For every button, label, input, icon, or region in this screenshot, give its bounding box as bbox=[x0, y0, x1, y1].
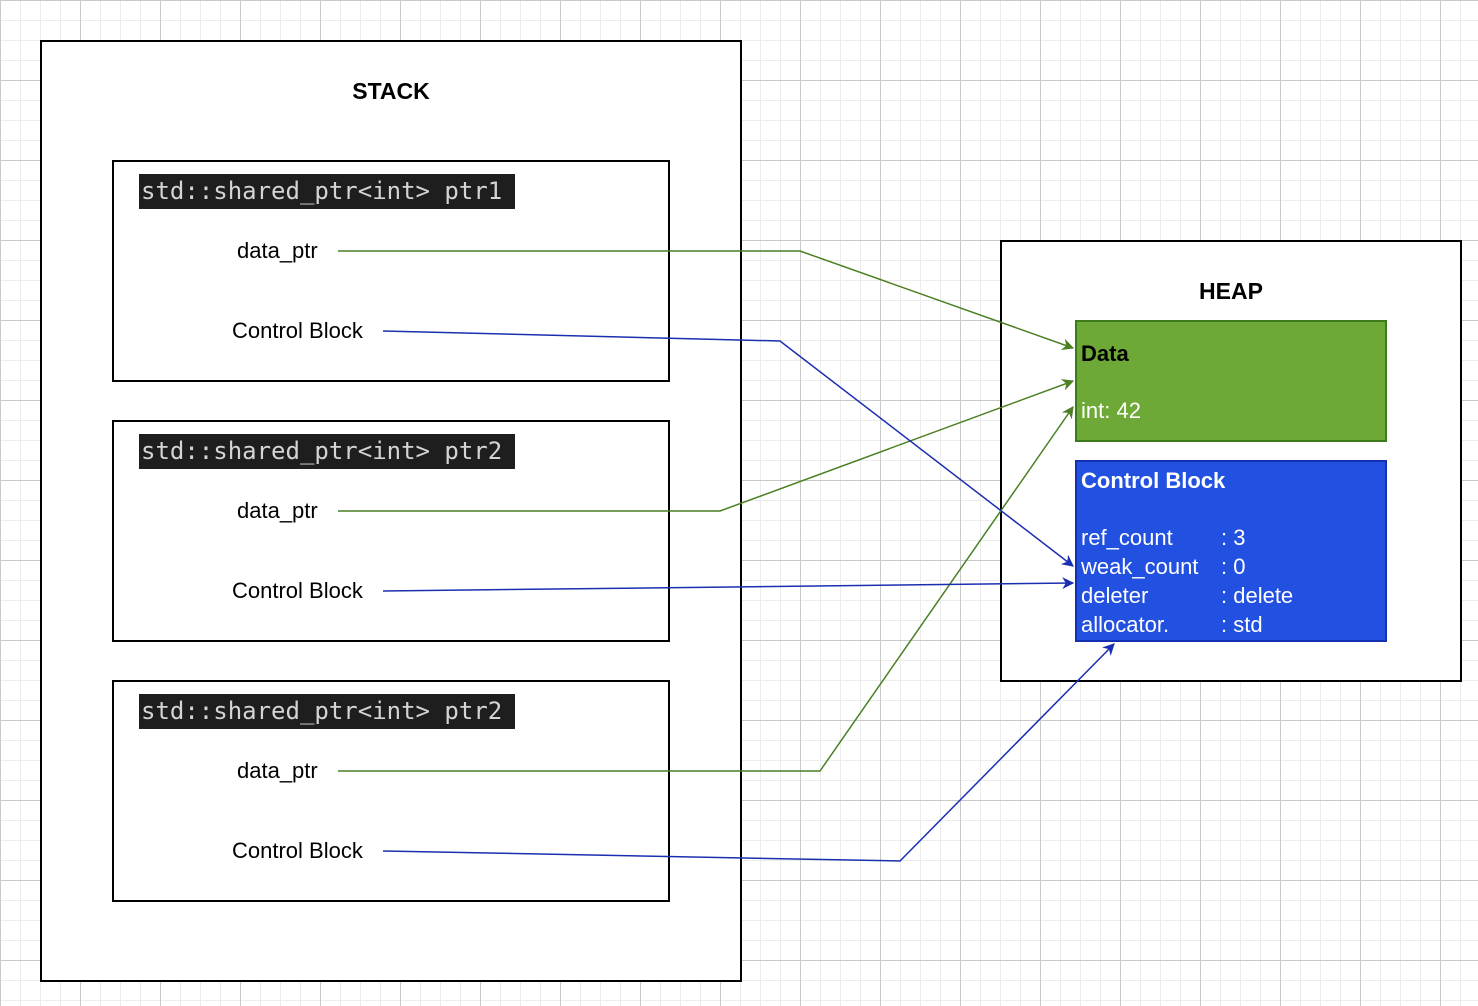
shared-ptr-header-3: std::shared_ptr<int> ptr2 bbox=[139, 694, 515, 729]
ref-count-value: : 3 bbox=[1221, 525, 1246, 550]
shared-ptr-box-1[interactable]: std::shared_ptr<int> ptr1 data_ptr Contr… bbox=[112, 160, 670, 382]
heap-control-block[interactable]: Control Block ref_count : 3 weak_count : 0… bbox=[1075, 460, 1387, 642]
data-ptr-label-2: data_ptr bbox=[237, 498, 318, 523]
heap-data-block[interactable]: Data int: 42 bbox=[1075, 320, 1387, 442]
deleter-value: : delete bbox=[1221, 583, 1294, 608]
data-ptr-label-1: data_ptr bbox=[237, 238, 318, 263]
deleter-row: deleter : delete bbox=[1081, 583, 1293, 609]
shared-ptr-box-2[interactable]: std::shared_ptr<int> ptr2 data_ptr Contr… bbox=[112, 420, 670, 642]
control-block-label-1: Control Block bbox=[232, 318, 363, 343]
heap-data-value: int: 42 bbox=[1081, 398, 1141, 423]
weak-count-value: : 0 bbox=[1221, 554, 1246, 579]
heap-title: HEAP bbox=[1199, 278, 1263, 304]
weak-count-key: weak_count bbox=[1081, 554, 1199, 579]
allocator-row: allocator. : std bbox=[1081, 612, 1263, 638]
deleter-key: deleter bbox=[1081, 583, 1149, 608]
control-block-label-3: Control Block bbox=[232, 838, 363, 863]
heap-data-title: Data bbox=[1081, 341, 1129, 366]
shared-ptr-header-2: std::shared_ptr<int> ptr2 bbox=[139, 434, 515, 469]
weak-count-row: weak_count : 0 bbox=[1081, 554, 1245, 580]
heap-control-block-title: Control Block bbox=[1081, 468, 1226, 493]
shared-ptr-header-1: std::shared_ptr<int> ptr1 bbox=[139, 174, 515, 209]
data-ptr-label-3: data_ptr bbox=[237, 758, 318, 783]
ref-count-key: ref_count bbox=[1081, 525, 1173, 550]
stack-title: STACK bbox=[352, 78, 430, 104]
shared-ptr-box-3[interactable]: std::shared_ptr<int> ptr2 data_ptr Contr… bbox=[112, 680, 670, 902]
control-block-label-2: Control Block bbox=[232, 578, 363, 603]
ref-count-row: ref_count : 3 bbox=[1081, 525, 1245, 551]
allocator-key: allocator. bbox=[1081, 612, 1170, 637]
allocator-value: : std bbox=[1221, 612, 1263, 637]
